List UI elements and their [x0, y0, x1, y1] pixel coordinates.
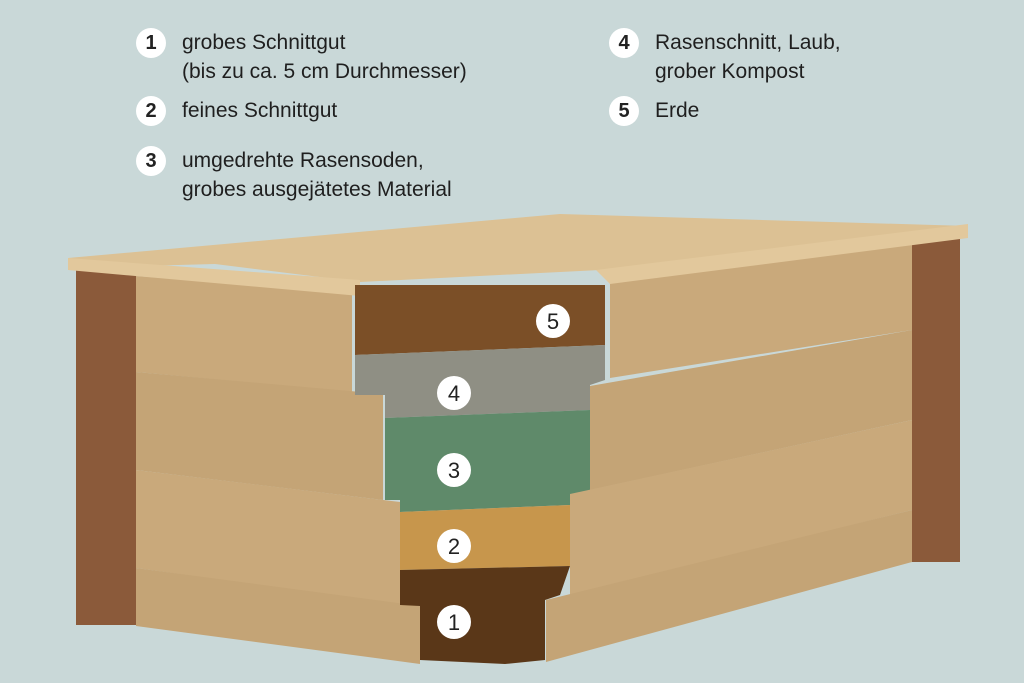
- soil-layers: [355, 285, 605, 664]
- layer-number-5: 5: [536, 304, 570, 338]
- legend-line: umgedrehte Rasensoden,: [182, 149, 424, 172]
- layer-number-3: 3: [437, 453, 471, 487]
- right-board: [610, 244, 912, 378]
- legend-line: (bis zu ca. 5 cm Durchmesser): [182, 60, 467, 83]
- legend-text: feines Schnittgut: [182, 96, 337, 125]
- layer-number-1: 1: [437, 605, 471, 639]
- right-rim: [596, 224, 968, 284]
- legend-number-badge: 2: [136, 96, 166, 126]
- legend-line: Rasenschnitt, Laub,: [655, 31, 841, 54]
- left-board: [136, 470, 400, 605]
- left-wall: [136, 276, 420, 664]
- layer-2: [400, 505, 570, 570]
- legend-number-badge: 1: [136, 28, 166, 58]
- legend-text: umgedrehte Rasensoden, grobes ausgejätet…: [182, 146, 452, 204]
- layer-3: [385, 410, 590, 512]
- legend-item-2: 2 feines Schnittgut: [136, 96, 337, 126]
- legend-item-1: 1 grobes Schnittgut (bis zu ca. 5 cm Dur…: [136, 28, 467, 86]
- legend-text: grobes Schnittgut (bis zu ca. 5 cm Durch…: [182, 28, 467, 86]
- layer-number-4: 4: [437, 376, 471, 410]
- layer-4: [355, 345, 605, 418]
- legend-item-5: 5 Erde: [609, 96, 699, 126]
- legend-number-badge: 4: [609, 28, 639, 58]
- layer-number-2: 2: [437, 529, 471, 563]
- svg-text:1: 1: [448, 610, 460, 635]
- back-rim: [68, 214, 968, 282]
- legend-text: Rasenschnitt, Laub, grober Kompost: [655, 28, 841, 86]
- svg-text:4: 4: [448, 381, 460, 406]
- legend-line: grobes Schnittgut: [182, 31, 346, 54]
- right-board: [590, 330, 912, 490]
- right-wall: [546, 244, 912, 662]
- legend-item-4: 4 Rasenschnitt, Laub, grober Kompost: [609, 28, 841, 86]
- left-board: [136, 568, 420, 664]
- legend-number-badge: 3: [136, 146, 166, 176]
- right-board: [546, 510, 912, 662]
- legend-text: Erde: [655, 96, 699, 125]
- left-board: [136, 372, 383, 500]
- right-board: [570, 420, 912, 596]
- legend-item-3: 3 umgedrehte Rasensoden, grobes ausgejät…: [136, 146, 452, 204]
- left-board: [136, 276, 352, 392]
- right-corner-post: [912, 236, 960, 562]
- left-rim: [68, 258, 360, 296]
- legend-line: grober Kompost: [655, 60, 805, 83]
- legend-line: grobes ausgejätetes Material: [182, 178, 452, 201]
- legend-number-badge: 5: [609, 96, 639, 126]
- left-corner-post: [76, 270, 136, 625]
- svg-text:5: 5: [547, 309, 559, 334]
- legend: 1 grobes Schnittgut (bis zu ca. 5 cm Dur…: [0, 0, 1024, 210]
- layer-1: [400, 566, 570, 664]
- legend-line: Erde: [655, 99, 700, 122]
- svg-text:2: 2: [448, 534, 460, 559]
- legend-line: feines Schnittgut: [182, 99, 338, 122]
- layer-5: [355, 285, 605, 355]
- svg-text:3: 3: [448, 458, 460, 483]
